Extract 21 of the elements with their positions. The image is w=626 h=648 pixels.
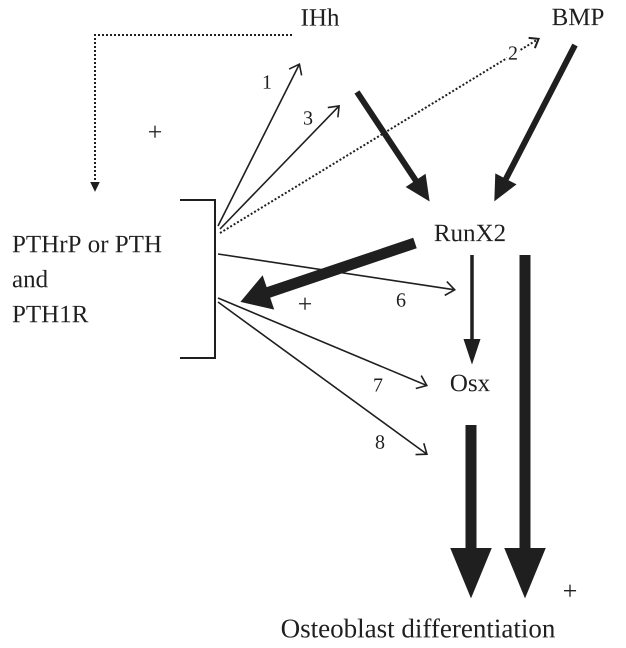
arrow — [218, 301, 428, 456]
node-label: BMP — [552, 8, 604, 26]
node-label: IHh — [301, 8, 340, 26]
arrow — [219, 105, 340, 230]
edge-label: 3 — [302, 110, 314, 126]
arrow — [218, 297, 428, 390]
node-label: Osx — [450, 374, 490, 392]
arrow — [217, 63, 302, 226]
node-label: RunX2 — [434, 224, 505, 242]
arrow — [219, 36, 540, 234]
edge-label: 2 — [507, 45, 519, 61]
edge-label: 8 — [374, 434, 386, 450]
node-label: Osteoblast differentiation — [282, 618, 555, 638]
edge-label: 1 — [261, 74, 273, 90]
arrow — [218, 253, 456, 296]
edge-label: 6 — [395, 292, 407, 308]
plus-sign: + — [148, 126, 162, 138]
plus-sign: + — [298, 298, 312, 310]
edge-label: 7 — [372, 377, 384, 393]
plus-sign: + — [564, 584, 576, 597]
bracketed-label: PTHrP or PTH and PTH1R — [12, 199, 216, 359]
